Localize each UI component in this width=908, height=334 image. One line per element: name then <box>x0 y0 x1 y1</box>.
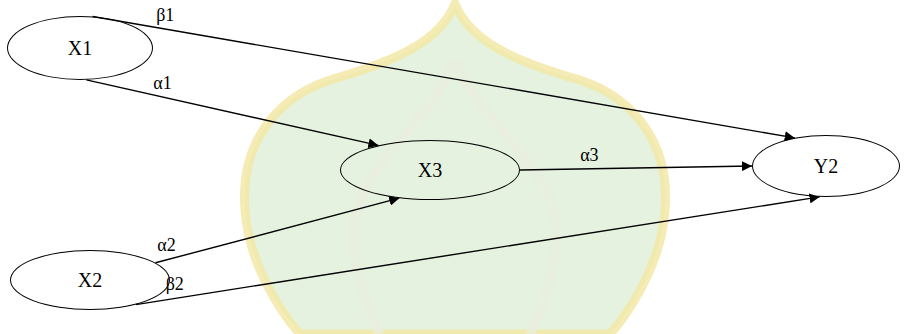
path-arrow <box>136 197 820 305</box>
watermark-inner <box>354 60 556 334</box>
variable-ellipse: Y2 <box>752 135 900 197</box>
variable-name: Y2 <box>814 155 838 178</box>
variable-name: X1 <box>68 37 92 60</box>
path-coefficient: α1 <box>153 74 171 92</box>
path-arrow <box>86 80 378 146</box>
variable-ellipse: X3 <box>340 140 520 200</box>
path-arrow <box>93 16 795 137</box>
path-coefficient: β1 <box>156 6 174 24</box>
path-coefficient: α3 <box>580 146 598 164</box>
variable-ellipse: X1 <box>7 16 153 80</box>
path-arrow <box>156 198 400 263</box>
path-coefficient: α2 <box>157 236 175 254</box>
variable-name: X3 <box>418 159 442 182</box>
variable-name: X2 <box>78 269 102 292</box>
path-coefficient: β2 <box>166 275 184 293</box>
path-arrow <box>520 166 752 170</box>
variable-ellipse: X2 <box>10 250 170 310</box>
